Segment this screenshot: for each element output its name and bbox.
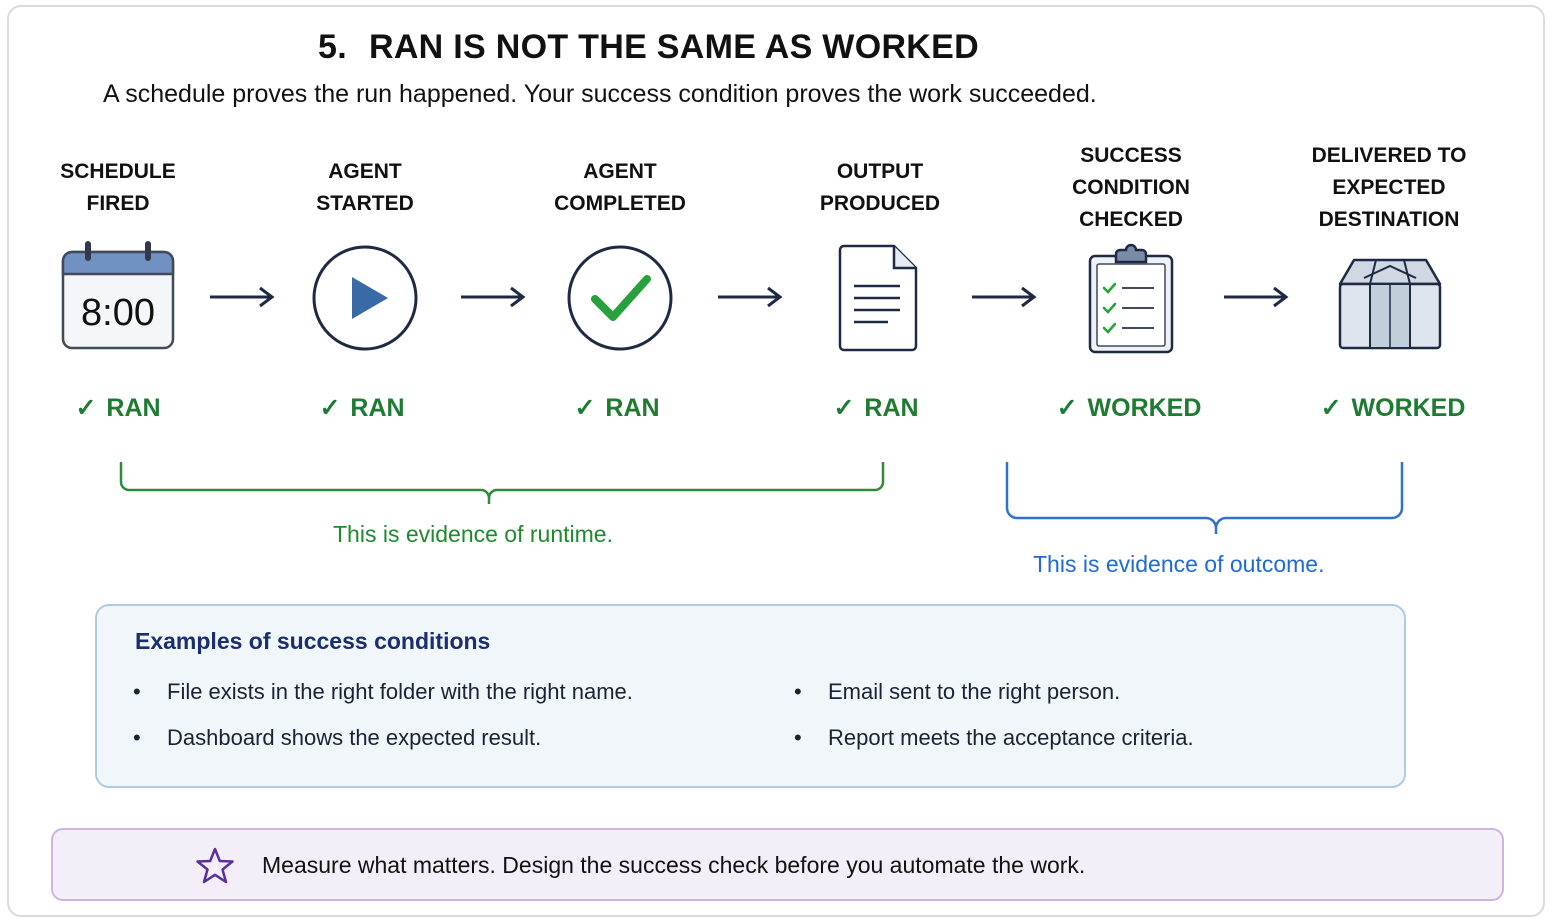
arrow-right-icon <box>718 286 783 308</box>
arrow-right-icon <box>1224 286 1289 308</box>
check-icon: ✓ <box>1056 394 1078 422</box>
status-text: RAN <box>605 394 660 422</box>
arrow-right-icon <box>972 286 1037 308</box>
list-item: • Email sent to the right person. <box>794 679 1120 705</box>
status-text: RAN <box>106 394 161 422</box>
examples-title: Examples of success conditions <box>135 628 491 654</box>
footer-callout: Measure what matters. Design the success… <box>51 828 1504 901</box>
outcome-brace <box>1005 462 1404 534</box>
arrow-right-icon <box>461 286 526 308</box>
play-icon <box>312 245 418 351</box>
list-item: • Dashboard shows the expected result. <box>133 725 541 751</box>
checkmark-circle-icon <box>567 245 673 351</box>
slide-subtitle: A schedule proves the run happened. Your… <box>103 80 1097 108</box>
title-text: RAN IS NOT THE SAME AS WORKED <box>368 28 979 66</box>
list-item-text: Email sent to the right person. <box>828 679 1121 704</box>
list-item: • Report meets the acceptance criteria. <box>794 725 1194 751</box>
check-icon: ✓ <box>574 394 596 422</box>
bullet: • <box>794 679 802 704</box>
status-text: WORKED <box>1087 394 1202 422</box>
status-text: RAN <box>350 394 405 422</box>
runtime-brace <box>119 462 885 504</box>
runtime-caption: This is evidence of runtime. <box>333 521 613 547</box>
outcome-caption: This is evidence of outcome. <box>1033 551 1325 577</box>
examples-panel: Examples of success conditions • File exi… <box>95 604 1406 788</box>
list-item-text: Report meets the acceptance criteria. <box>828 725 1194 750</box>
status-ran: ✓ RAN <box>8 393 228 423</box>
status-ran: ✓ RAN <box>252 393 472 423</box>
check-icon: ✓ <box>75 394 97 422</box>
status-text: RAN <box>864 394 919 422</box>
slide-title: 5. RAN IS NOT THE SAME AS WORKED <box>318 28 979 67</box>
check-icon: ✓ <box>1320 394 1342 422</box>
calendar-icon: 8:00 <box>61 241 175 350</box>
check-icon: ✓ <box>833 394 855 422</box>
status-ran: ✓ RAN <box>507 393 727 423</box>
list-item-text: File exists in the right folder with the… <box>167 679 633 704</box>
status-text: WORKED <box>1351 394 1466 422</box>
list-item-text: Dashboard shows the expected result. <box>167 725 542 750</box>
document-icon <box>838 244 918 352</box>
check-icon: ✓ <box>319 394 341 422</box>
bullet: • <box>794 725 802 750</box>
clipboard-checklist-icon <box>1088 243 1174 354</box>
star-icon <box>196 847 234 884</box>
list-item: • File exists in the right folder with th… <box>133 679 633 705</box>
bullet: • <box>133 679 141 704</box>
title-number: 5. <box>318 28 347 66</box>
package-icon <box>1338 258 1442 350</box>
calendar-time: 8:00 <box>81 292 155 334</box>
status-worked: ✓ WORKED <box>1283 393 1503 423</box>
bullet: • <box>133 725 141 750</box>
status-worked: ✓ WORKED <box>1019 393 1239 423</box>
status-ran: ✓ RAN <box>766 393 986 423</box>
footer-text: Measure what matters. Design the success… <box>262 852 1086 878</box>
arrow-right-icon <box>210 286 275 308</box>
